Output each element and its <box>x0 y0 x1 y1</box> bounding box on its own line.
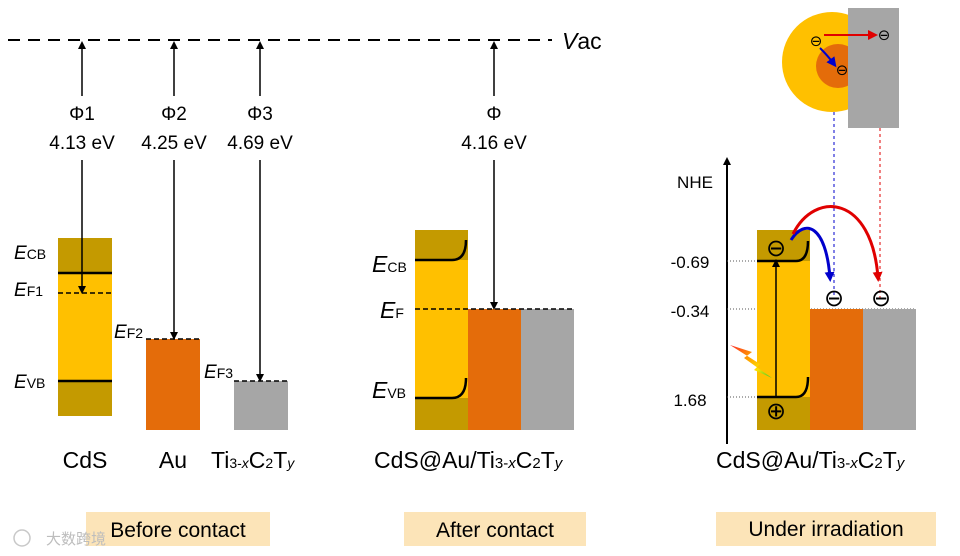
irr-cds-valence-band <box>757 397 810 430</box>
material-composite-after: CdS@Au/Ti3-xC2Ty <box>374 447 564 473</box>
au-block <box>146 339 200 430</box>
ef3-label: EF3 <box>204 362 233 383</box>
cds-valence-band <box>58 381 112 416</box>
phi-after-symbol: Φ <box>486 104 501 125</box>
particle-electron-3: ⊖ <box>878 27 891 44</box>
caption-after-bg <box>404 512 586 546</box>
phi3-symbol: Φ3 <box>247 104 273 125</box>
ef1-label: EF1 <box>14 280 43 301</box>
ef-label-after: EF <box>380 297 404 323</box>
material-cds: CdS <box>63 447 108 473</box>
ecb-label-before: ECB <box>14 243 46 264</box>
nhe-axis-label: NHE <box>677 173 713 192</box>
nhe-tick-168: 1.68 <box>673 391 706 410</box>
mxene-sheet <box>848 8 899 128</box>
evb-label-after: EVB <box>372 377 406 403</box>
au-electron: ⊖ <box>824 285 844 312</box>
phi2-symbol: Φ2 <box>161 104 187 125</box>
ef2-label: EF2 <box>114 322 143 343</box>
mxene-block <box>234 381 288 430</box>
material-composite-irr: CdS@Au/Ti3-xC2Ty <box>716 447 906 473</box>
evb-label-before: EVB <box>14 372 45 393</box>
caption-under-irradiation: Under irradiation <box>748 518 903 541</box>
nhe-tick-034: -0.34 <box>671 302 710 321</box>
vacuum-label: Vac <box>562 28 602 54</box>
particle-electron-2: ⊖ <box>836 62 849 79</box>
caption-after-contact: After contact <box>436 519 554 542</box>
material-mxene: Ti3-xC2Ty <box>211 447 295 473</box>
irr-ecb-bent-line <box>757 240 810 263</box>
electron-transfer-to-mxene <box>791 205 883 282</box>
phi2-value: 4.25 eV <box>141 133 207 154</box>
mxene-electron: ⊖ <box>871 285 891 312</box>
caption-before-bg <box>86 512 270 546</box>
particle-blue-arrow <box>819 47 837 68</box>
cds-conduction-band <box>58 238 112 273</box>
watermark-icon <box>13 529 31 547</box>
after-evb-bent-line <box>415 377 468 400</box>
after-au-block <box>468 309 521 430</box>
caption-before-contact: Before contact <box>110 519 246 542</box>
photo-electron: ⊖ <box>766 235 786 262</box>
irr-mxene-block <box>863 309 916 430</box>
after-cds-conduction-band <box>415 230 468 260</box>
after-cds-valence-band <box>415 398 468 430</box>
phi3-value: 4.69 eV <box>227 133 293 154</box>
irr-au-block <box>810 309 863 430</box>
phi1-symbol: Φ1 <box>69 104 95 125</box>
photo-hole: ⊕ <box>766 398 786 425</box>
irr-evb-bent-line <box>757 376 810 399</box>
after-ecb-bent-line <box>415 239 468 262</box>
material-au: Au <box>159 447 187 473</box>
watermark-text: 大数跨境 <box>46 530 106 548</box>
particle-electron-1: ⊖ <box>810 33 823 50</box>
caption-irradiation-bg <box>716 512 936 546</box>
ecb-label-after: ECB <box>372 251 407 277</box>
irr-cds-conduction-band <box>757 230 810 261</box>
phi-after-value: 4.16 eV <box>461 133 527 154</box>
light-bolt-icon <box>730 345 772 378</box>
after-mxene-block <box>521 309 574 430</box>
electron-transfer-to-au <box>789 226 835 282</box>
phi1-value: 4.13 eV <box>49 133 115 154</box>
nhe-tick-069: -0.69 <box>671 253 710 272</box>
